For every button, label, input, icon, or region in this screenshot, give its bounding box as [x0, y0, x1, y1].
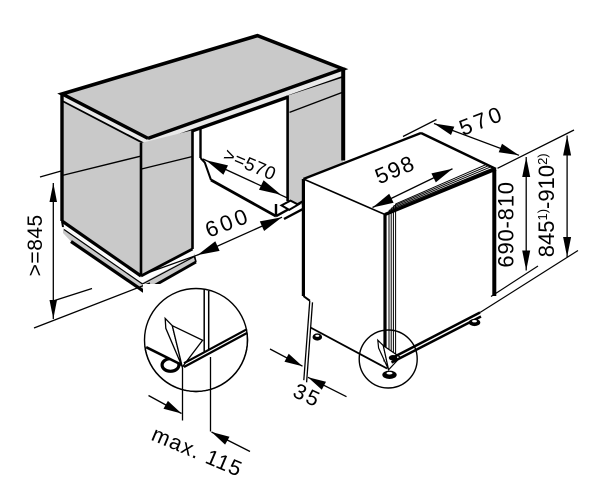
- svg-text:690-810: 690-810: [494, 181, 519, 267]
- svg-text:8451)-9102): 8451)-9102): [534, 153, 559, 257]
- svg-text:>=845: >=845: [24, 214, 47, 276]
